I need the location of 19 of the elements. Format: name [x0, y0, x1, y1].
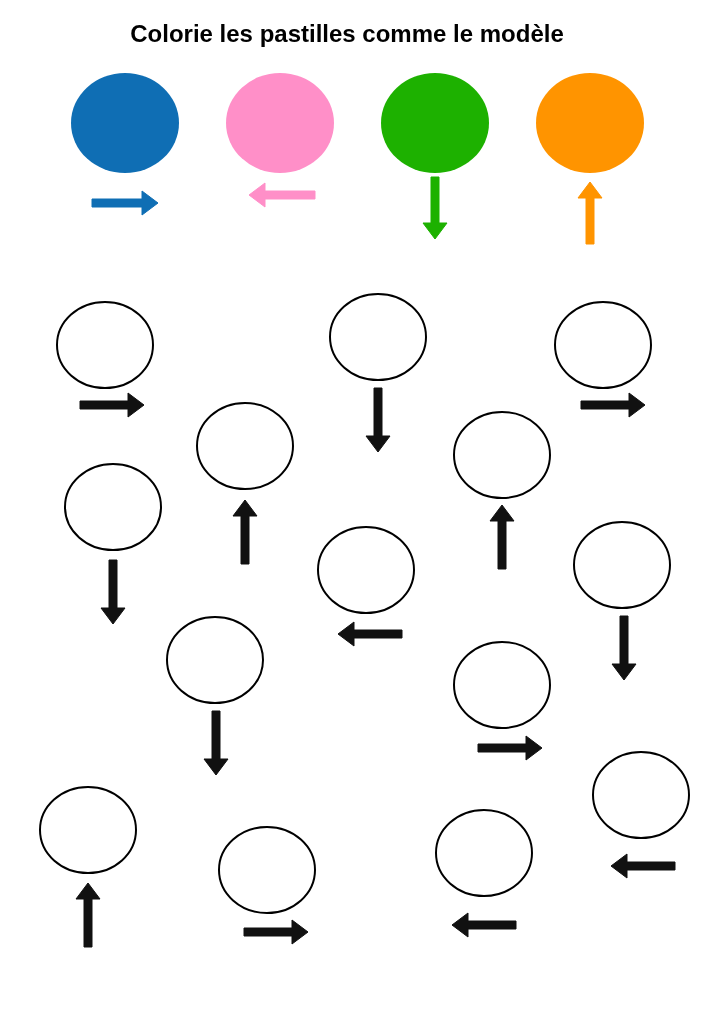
coloring-circle: [64, 463, 162, 551]
coloring-circle: [218, 826, 316, 914]
coloring-circle: [435, 809, 533, 897]
coloring-circle: [166, 616, 264, 704]
coloring-circle: [39, 786, 137, 874]
title: Colorie les pastilles comme le modèle: [129, 20, 565, 48]
model-circle: [536, 73, 644, 173]
model-circle: [226, 73, 334, 173]
coloring-circle: [196, 402, 294, 490]
coloring-circle: [56, 301, 154, 389]
coloring-circle: [592, 751, 690, 839]
coloring-circle: [573, 521, 671, 609]
coloring-circle: [554, 301, 652, 389]
coloring-circle: [453, 411, 551, 499]
coloring-circle: [453, 641, 551, 729]
model-circle: [71, 73, 179, 173]
coloring-circle: [329, 293, 427, 381]
model-circle: [381, 73, 489, 173]
coloring-circle: [317, 526, 415, 614]
